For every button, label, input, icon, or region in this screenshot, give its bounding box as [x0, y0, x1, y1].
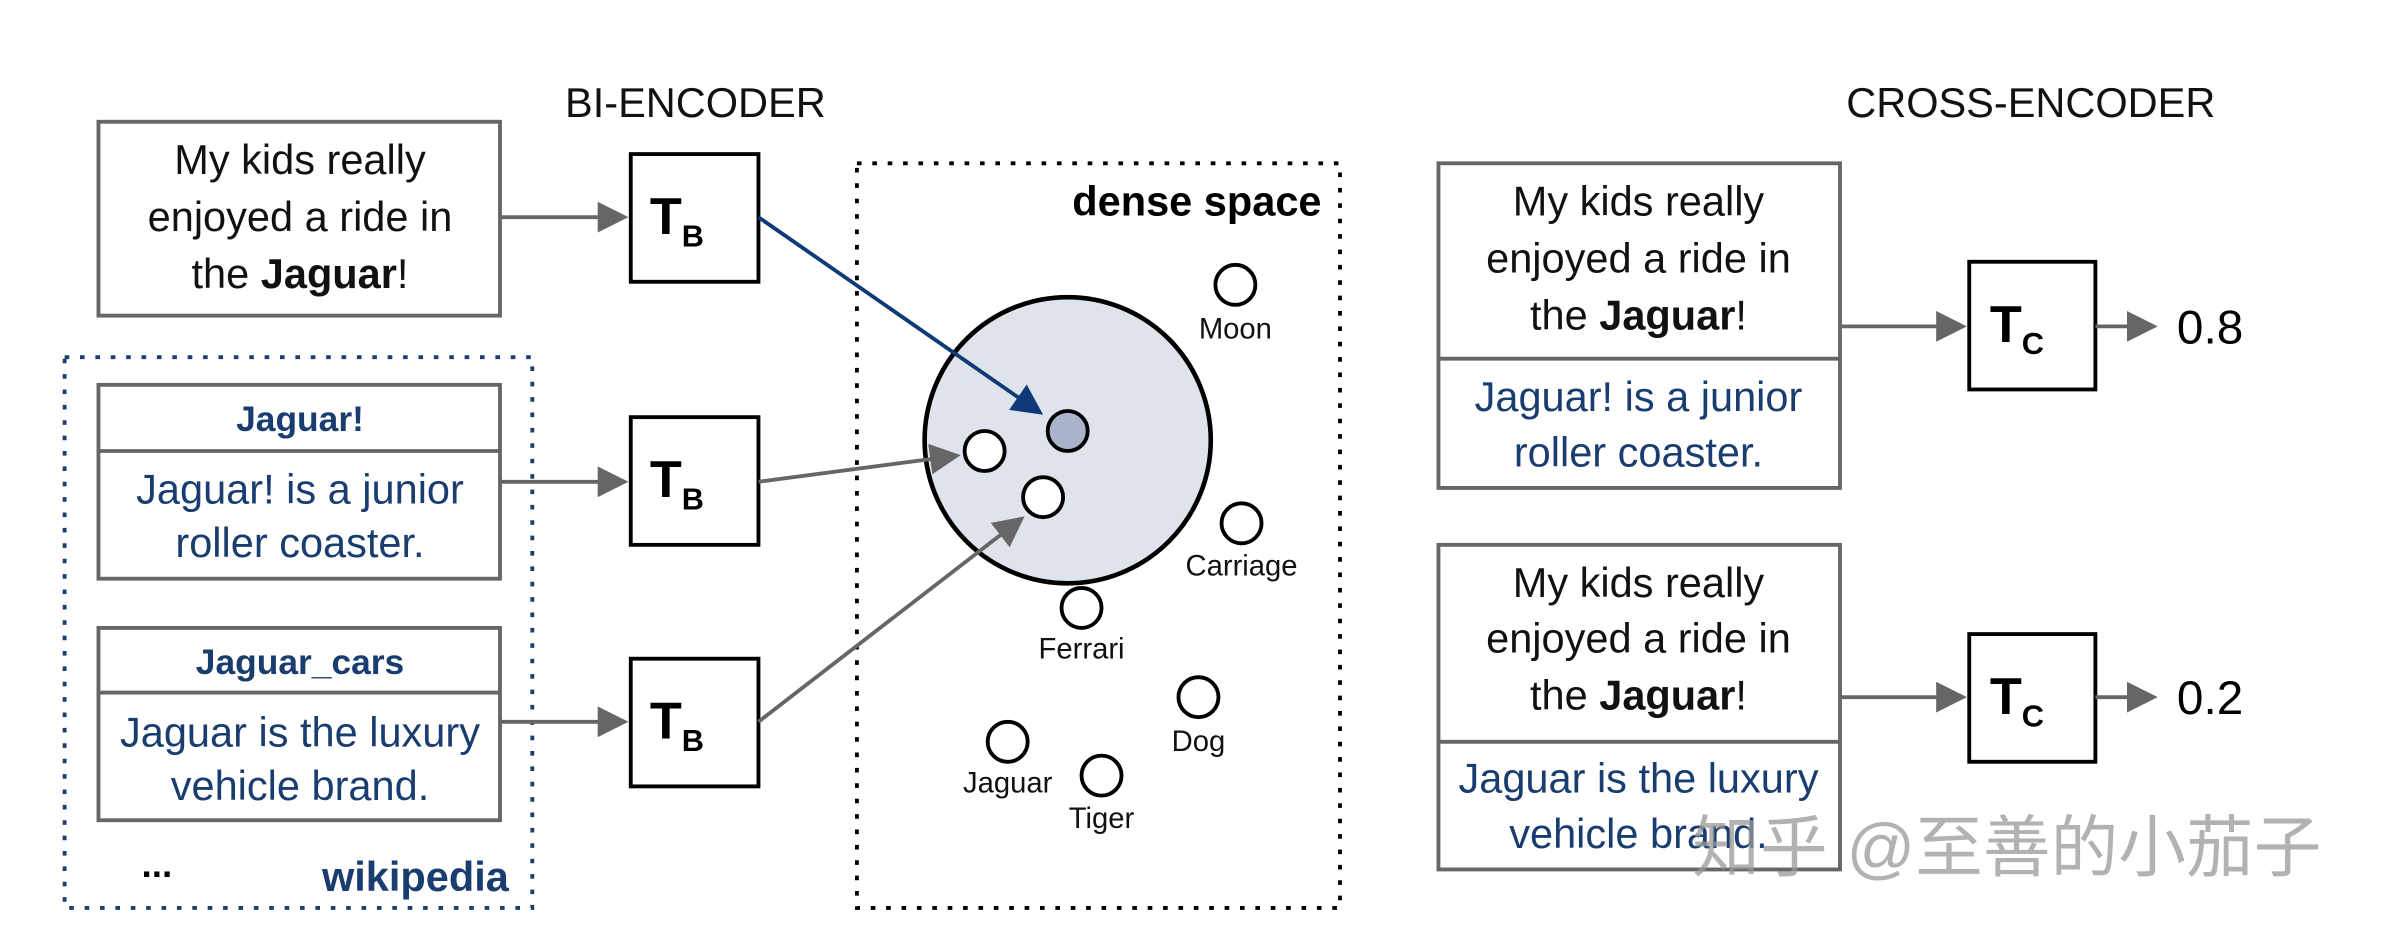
query-line: enjoyed a ride in: [1486, 235, 1791, 282]
svg-text:TC: TC: [1990, 296, 2044, 361]
dense-space-title: dense space: [1072, 178, 1321, 225]
query-line: My kids really: [1513, 559, 1765, 606]
cross-encoder-title: CROSS-ENCODER: [1846, 79, 2215, 126]
point-label: Dog: [1172, 726, 1226, 758]
query-embedding-point: [1045, 409, 1090, 453]
point-label: Moon: [1199, 314, 1272, 346]
cross-encoder-block: TC: [1967, 259, 2098, 392]
arrow: [758, 443, 961, 484]
wikipedia-corpus-box: [62, 355, 535, 910]
point-label: Tiger: [1069, 803, 1135, 835]
doc-title: Jaguar!: [236, 400, 364, 439]
cross-encoder-block: TC: [1967, 632, 2098, 764]
pair-box: My kids really enjoyed a ride in the Jag…: [1436, 161, 1842, 490]
query-line: enjoyed a ride in: [148, 193, 453, 240]
doc-line: vehicle brand.: [171, 762, 429, 809]
doc-line: roller coaster.: [1514, 428, 1763, 475]
svg-text:TB: TB: [650, 451, 704, 516]
doc-box-jaguar-cars: Jaguar_cars Jaguar is the luxury vehicle…: [96, 626, 502, 823]
query-line: My kids really: [174, 136, 426, 183]
doc-embedding-point: [1021, 475, 1065, 520]
point-carriage: [1219, 501, 1264, 546]
doc-title: Jaguar_cars: [196, 643, 404, 682]
query-line: the Jaguar!: [1530, 671, 1747, 718]
watermark: 知乎 @至善的小茄子: [1692, 811, 2321, 886]
point-jaguar: [985, 719, 1030, 764]
doc-line: Jaguar! is a junior: [136, 465, 464, 512]
arrow: [757, 516, 1025, 724]
bi-encoder-block: TB: [628, 656, 761, 789]
query-box: My kids really enjoyed a ride in the Jag…: [96, 119, 502, 318]
query-arrow: [757, 215, 1044, 415]
bi-encoder-block: TB: [628, 415, 761, 547]
doc-line: vehicle brand.: [1509, 810, 1767, 857]
point-moon: [1213, 262, 1258, 307]
doc-line: roller coaster.: [175, 519, 424, 566]
point-dog: [1176, 675, 1221, 720]
query-line: My kids really: [1513, 178, 1765, 225]
wikipedia-label: wikipedia: [321, 853, 510, 900]
svg-text:TB: TB: [650, 693, 704, 758]
point-label: Jaguar: [963, 768, 1053, 800]
ellipsis: ...: [142, 844, 173, 885]
point-label: Ferrari: [1039, 634, 1125, 666]
point-ferrari: [1059, 586, 1104, 630]
query-line: the Jaguar!: [192, 250, 409, 297]
bi-encoder-title: BI-ENCODER: [565, 79, 826, 126]
doc-line: Jaguar is the luxury: [1458, 755, 1818, 802]
doc-box-jaguar-coaster: Jaguar! Jaguar! is a junior roller coast…: [96, 382, 502, 581]
point-tiger: [1079, 753, 1124, 798]
doc-embedding-point: [962, 429, 1007, 473]
pair-box: My kids really enjoyed a ride in the Jag…: [1436, 542, 1842, 872]
svg-text:TB: TB: [650, 188, 704, 253]
query-line: the Jaguar!: [1530, 291, 1747, 338]
score: 0.2: [2177, 672, 2243, 725]
doc-line: Jaguar! is a junior: [1475, 373, 1803, 420]
query-line: enjoyed a ride in: [1486, 615, 1791, 662]
bi-encoder-block: TB: [628, 152, 761, 284]
doc-line: Jaguar is the luxury: [120, 708, 480, 755]
svg-text:TC: TC: [1990, 668, 2044, 733]
score: 0.8: [2177, 301, 2243, 354]
point-label: Carriage: [1186, 551, 1298, 583]
